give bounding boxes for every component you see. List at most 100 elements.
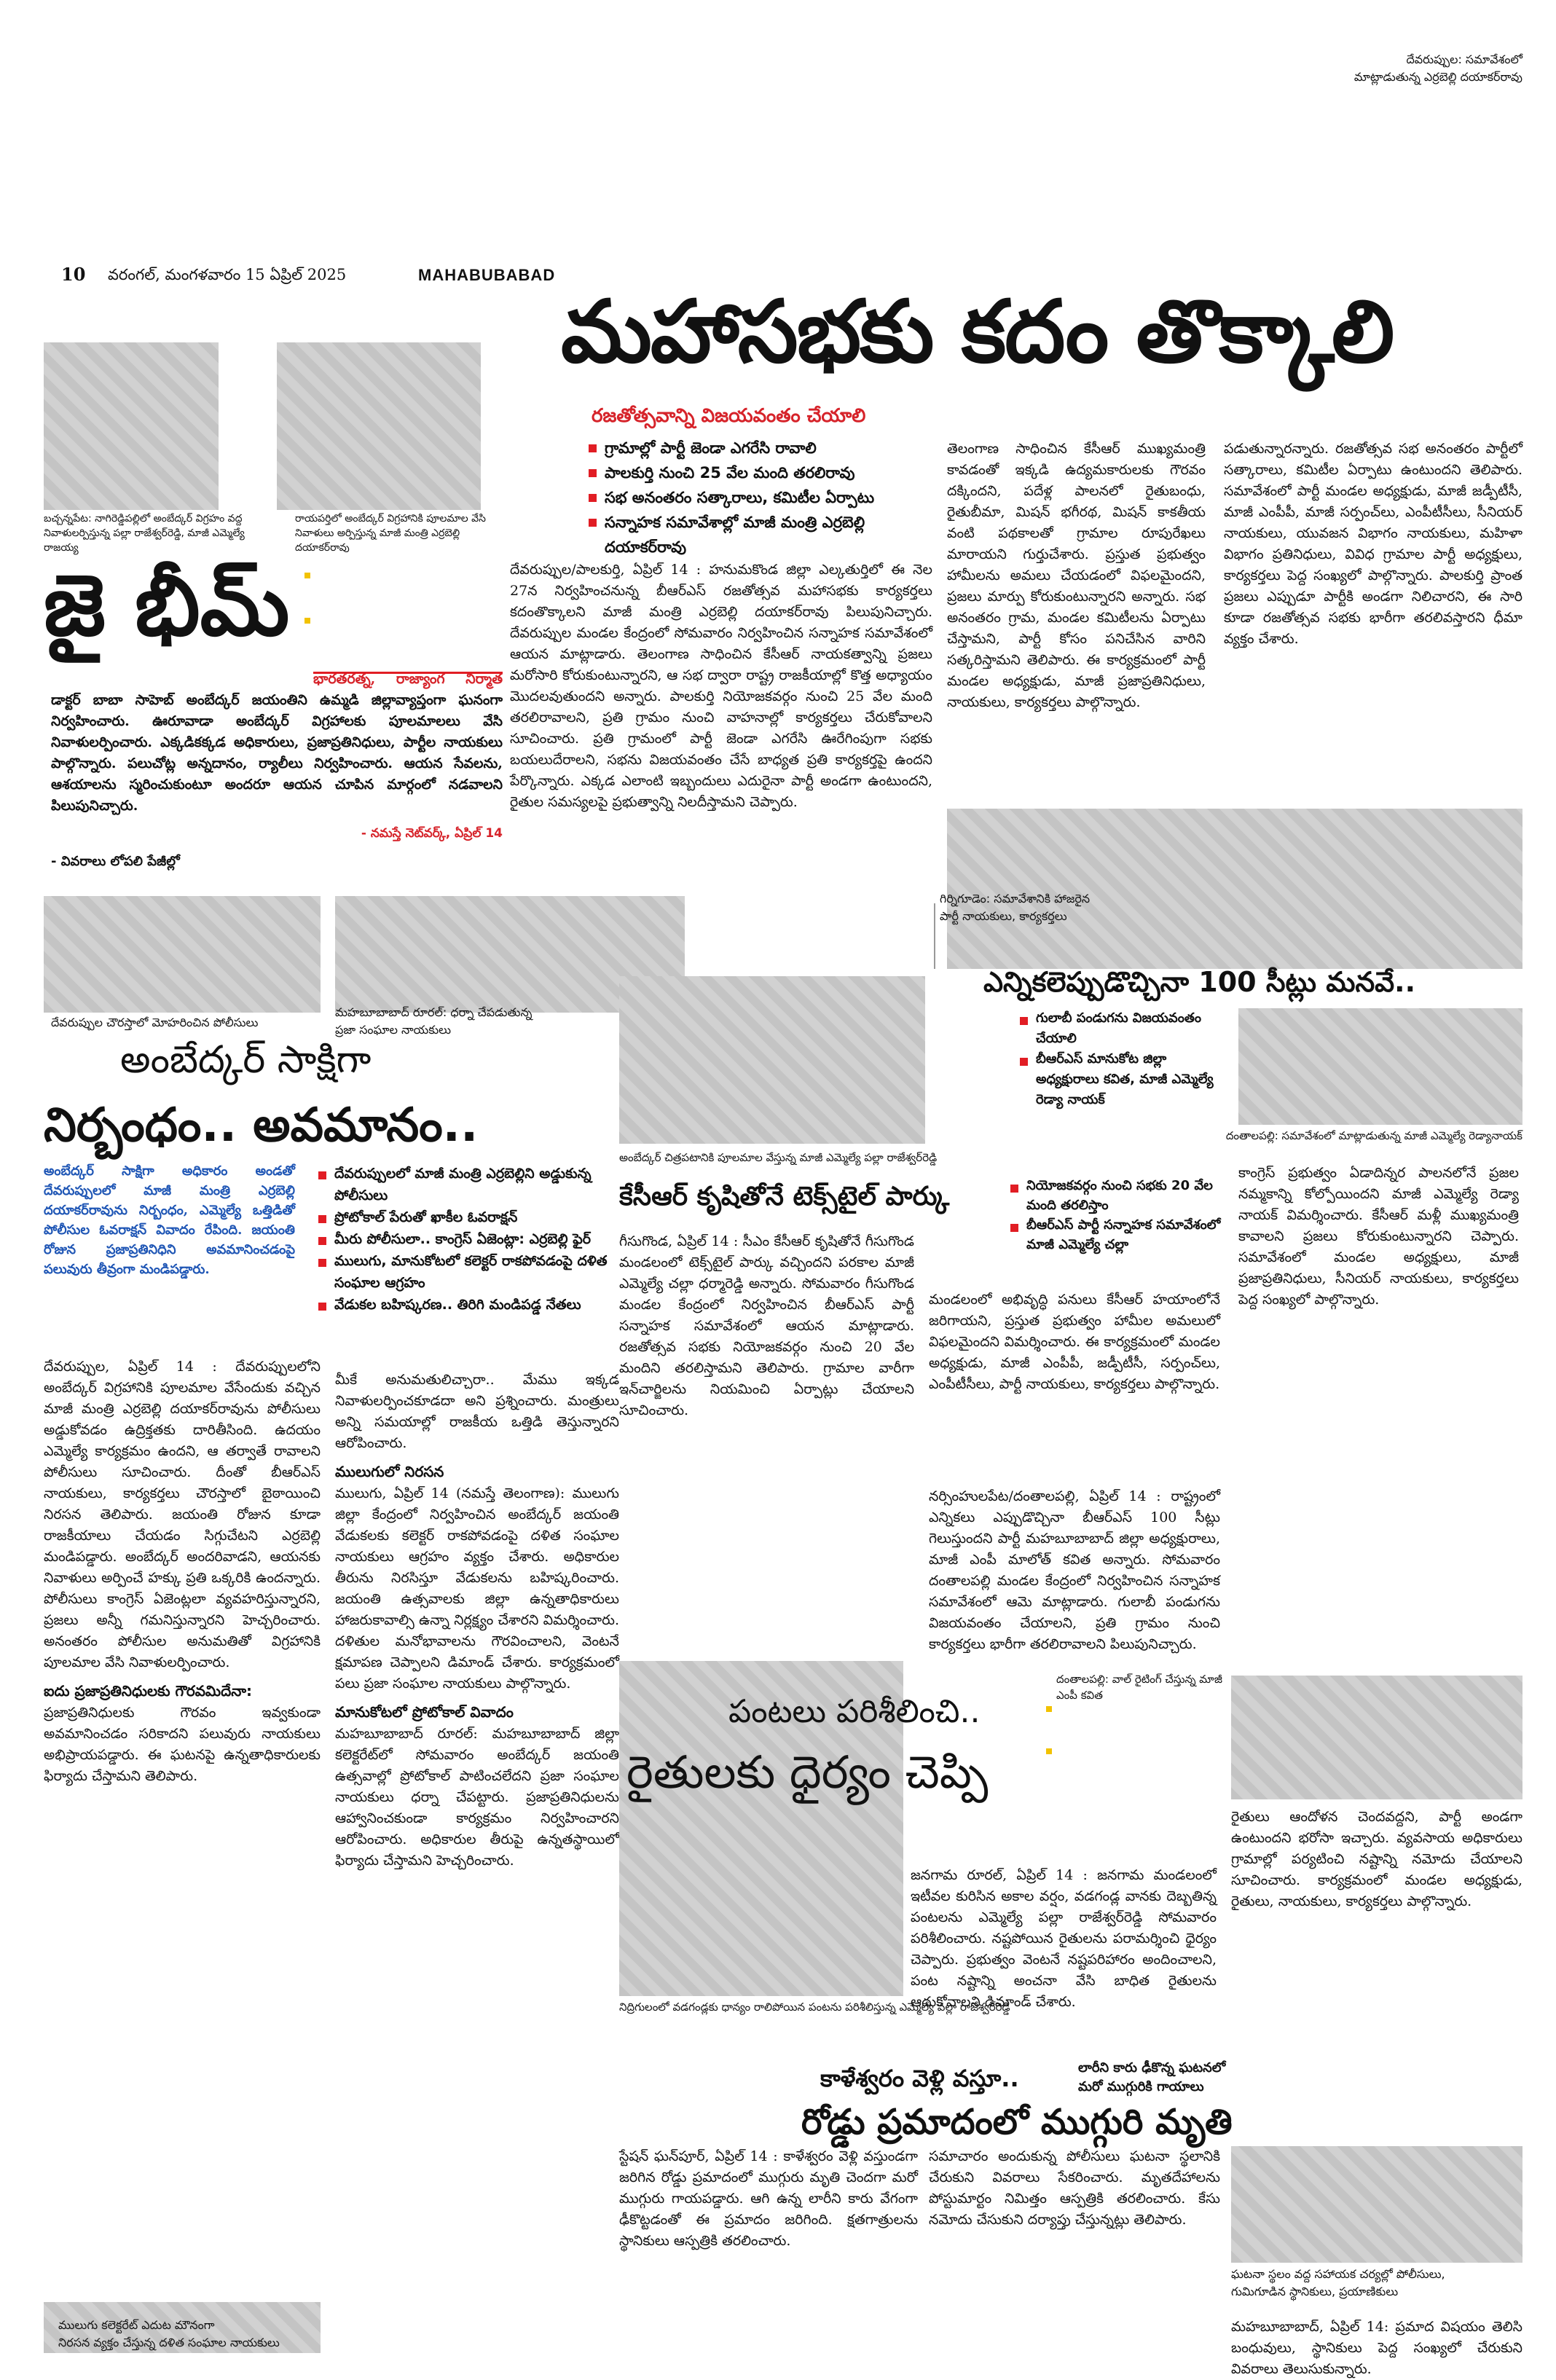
caption-line: లారీని కారు ఢీకొన్న ఘటనలో (1078, 2060, 1226, 2075)
jai-bheem-photo-right (277, 342, 481, 510)
caption-line: పార్టీ నాయకులు, కార్యకర్తలు (940, 909, 1067, 923)
bullet: ములుగు, మానుకోటలో కలెక్టర్ రాకపోవడంపై దళ… (317, 1250, 637, 1294)
bullet: నియోజకవర్గం నుంచి సభకు 20 వేల మంది తరలిస… (1009, 1176, 1227, 1215)
lead-subheadline: రజతోత్సవాన్ని విజయవంతం చేయాలి (592, 405, 866, 427)
crops-headline-1: పంటలు పరిశీలించి.. (728, 1693, 981, 1730)
lead-photo-caption: గిర్నిగూడెం: సమావేశానికి హాజరైన పార్టీ న… (940, 890, 1180, 925)
textile-headline: కేసీఆర్ కృషితోనే టెక్స్‌టైల్ పార్కు (619, 1182, 950, 1211)
accent-rule (313, 672, 503, 674)
accident-kicker: కాళేశ్వరం వెళ్లి వస్తూ.. (820, 2065, 1019, 2092)
accident-kicker-right: లారీని కారు ఢీకొన్న ఘటనలో మరో ముగ్గురికి… (1078, 2059, 1297, 2097)
caption-line: ఘటనా స్థలం వద్ద సహాయక చర్యల్లో పోలీసులు, (1231, 2267, 1445, 2281)
lead-photo (947, 809, 1522, 969)
caption-line: బచ్చన్నపేట: నాగిరెడ్డిపల్లిలో అంబేద్కర్ … (44, 513, 245, 554)
quote-highlight: భారతరత్న, రాజ్యాంగ నిర్మాత (313, 671, 503, 687)
caption-line: మరో ముగ్గురికి గాయాలు (1078, 2079, 1204, 2094)
bullet: వేడుకల బహిష్కరణ.. తిరిగి మండిపడ్డ నేతలు (317, 1294, 637, 1316)
body-text: పడుతున్నారన్నారు. రజతోత్సవ సభ అనంతరం పార… (1224, 441, 1522, 647)
dateline: వరంగల్, మంగళవారం 15 ఏప్రిల్ 2025 (108, 266, 347, 283)
accident-body-col2: సమాచారం అందుకున్న పోలీసులు ఘటనా స్థలానిక… (929, 2146, 1220, 2365)
page-number: 10 (61, 264, 86, 285)
caption-line: నిద్రిగులంలో వడగండ్లకు ధాన్యం రాలిపోయిన … (619, 2000, 1010, 2014)
intro-text: అంబేద్కర్ సాక్షిగా అధికారం అండతో దేవరుప్… (44, 1163, 295, 1277)
crops-body-col1: జనగామ రూరల్, ఏప్రిల్ 14 : జనగామ మండలంలో … (911, 1865, 1217, 2134)
lead-body-col2: తెలంగాణ సాధించిన కేసీఆర్ ముఖ్యమంత్రి కావ… (947, 439, 1206, 803)
textile-kicker: అంబేద్కర్ చిత్రపటానికి పూలమాల వేస్తున్న … (619, 1150, 1027, 1166)
body-text: జనగామ రూరల్, ఏప్రిల్ 14 : జనగామ మండలంలో … (911, 1867, 1217, 2010)
lead-body-col1: దేవరుప్పుల/పాలకుర్తి, ఏప్రిల్ 14 : హనుమక… (510, 559, 932, 953)
ambedkar-body-col2: మీకే అనుమతులిచ్చారా.. మేము ఇక్కడ నివాళుల… (335, 1370, 619, 2302)
seats-photo-caption: దంతాలపల్లి: సమావేశంలో మాట్లాడుతున్న మాజీ… (1064, 1128, 1522, 1145)
ambedkar-body-col1: దేవరుప్పుల, ఏప్రిల్ 14 : దేవరుప్పులలోని … (44, 1356, 321, 2304)
bullet: సభ అనంతరం సత్కారాలు, కమిటీల ఏర్పాటు (587, 485, 930, 510)
accident-photo-caption: ఘటనా స్థలం వద్ద సహాయక చర్యల్లో పోలీసులు,… (1231, 2266, 1522, 2301)
body-text: దేవరుప్పుల, ఏప్రిల్ 14 : దేవరుప్పులలోని … (44, 1359, 321, 1670)
edition-name: MAHABUBABAD (418, 266, 556, 284)
caption-line: దంతాలపల్లి: సమావేశంలో మాట్లాడుతున్న మాజీ… (1225, 1129, 1522, 1142)
lead-bullets: గ్రామాల్లో పార్టీ జెండా ఎగరేసి రావాలి పా… (587, 436, 930, 559)
gold-square (304, 573, 310, 578)
jai-bheem-credit: - నమస్తే నెట్‌వర్క్, ఏప్రిల్ 14 (361, 826, 503, 841)
ambedkar-kicker-left: దేవరుప్పుల చౌరస్తాలో మోహరించిన పోలీసులు (51, 1014, 328, 1032)
crops-photo-right (1231, 1676, 1522, 1799)
body-text: స్టేషన్ ఘన్‌పూర్, ఏప్రిల్ 14 : కాళేశ్వరం… (619, 2148, 918, 2249)
caption-line: ములుగు కలెక్టరేట్ ఎదుట మౌనంగా (58, 2318, 215, 2332)
textile-bullets: నియోజకవర్గం నుంచి సభకు 20 వేల మంది తరలిస… (1009, 1176, 1227, 1254)
accident-body-col3: మహబూబాబాద్, ఏప్రిల్ 14: ప్రమాద విషయం తెల… (1231, 2317, 1522, 2377)
body-text: తెలంగాణ సాధించిన కేసీఆర్ ముఖ్యమంత్రి కావ… (947, 441, 1206, 710)
seats-photo (1238, 1008, 1522, 1125)
bullet: సన్నాహక సమావేశాల్లో మాజీ మంత్రి ఎర్రబెల్… (587, 510, 930, 559)
bullet: పాలకుర్తి నుంచి 25 వేల మంది తరలిరావు (587, 460, 930, 485)
textile-photo (619, 976, 925, 1144)
seats-body-col2: కాంగ్రెస్ ప్రభుత్వం ఏడాదిన్నర పాలనలోనే ప… (1238, 1163, 1519, 1676)
body-text: దేవరుప్పుల/పాలకుర్తి, ఏప్రిల్ 14 : హనుమక… (510, 562, 932, 810)
caption-line: మాట్లాడుతున్న ఎర్రబెల్లి దయాకర్‌రావు (1353, 70, 1522, 84)
ambedkar-bottom-caption: ములుగు కలెక్టరేట్ ఎదుట మౌనంగా నిరసన వ్యక… (58, 2317, 401, 2352)
body-text: మీకే అనుమతులిచ్చారా.. మేము ఇక్కడ నివాళుల… (335, 1372, 619, 1451)
caption-line: గుమిగూడిన స్థానికులు, ప్రయాణికులు (1231, 2285, 1399, 2298)
ambedkar-kicker-right: మహబూబాబాద్ రూరల్: ధర్నా చేపడుతున్న ప్రజా… (335, 1004, 583, 1039)
seats-headline: ఎన్నికలెప్పుడొచ్చినా 100 సీట్లు మనవే.. (983, 966, 1416, 998)
caption-line: గిర్నిగూడెం: సమావేశానికి హాజరైన (940, 892, 1091, 906)
textile-body-col2: మండలంలో అభివృద్ధి పనులు కేసీఆర్ హయాంలోనే… (929, 1289, 1220, 1654)
jai-bheem-kicker-left: బచ్చన్నపేట: నాగిరెడ్డిపల్లిలో అంబేద్కర్ … (44, 511, 255, 554)
crops-photo-caption: నిద్రిగులంలో వడగండ్లకు ధాన్యం రాలిపోయిన … (619, 1999, 1217, 2015)
body-text: మండలంలో అభివృద్ధి పనులు కేసీఆర్ హయాంలోనే… (929, 1292, 1220, 1392)
divider (934, 903, 935, 969)
body-text: ప్రజాప్రతినిధులకు గౌరవం ఇవ్వకుండా అవమాని… (44, 1705, 321, 1784)
seats-bullets: గులాబీ పండుగను విజయవంతం చేయాలి బీఆర్ఎస్ … (1018, 1008, 1222, 1110)
lead-body-col3: పడుతున్నారన్నారు. రజతోత్సవ సభ అనంతరం పార… (1224, 439, 1522, 803)
crops-photo-left (619, 1661, 903, 1996)
gold-square (304, 618, 310, 624)
accident-body-col1: స్టేషన్ ఘన్‌పూర్, ఏప్రిల్ 14 : కాళేశ్వరం… (619, 2146, 918, 2365)
textile-body-col1: గీసుగొండ, ఏప్రిల్ 14 : సీఎం కేసీఆర్ కృషి… (619, 1231, 914, 1654)
ambedkar-title-1: అంబేద్కర్ సాక్షిగా (120, 1038, 372, 1082)
jai-bheem-kicker-right: రాయపర్తిలో అంబేద్కర్ విగ్రహానికి పూలమాల … (295, 511, 506, 554)
caption-line: నిరసన వ్యక్తం చేస్తున్న దళిత సంఘాల నాయకు… (58, 2336, 280, 2349)
body-text: మహబూబాబాద్ రూరల్: మహబూబాబాద్ జిల్లా కలెక… (335, 1726, 619, 1869)
more-inside: - వివరాలు లోపలి పేజీల్లో (51, 854, 180, 869)
caption-line: దేవరుప్పుల చౌరస్తాలో మోహరించిన పోలీసులు (51, 1016, 259, 1029)
crops-body-col2: రైతులు ఆందోళన చెందవద్దని, పార్టీ అండగా ఉ… (1231, 1807, 1522, 2134)
jai-bheem-title: జై భీమ్ (44, 557, 290, 655)
subheading: ఐదు ప్రజాప్రతినిధులకు గౌరవమిదేనా: (44, 1682, 252, 1700)
bullet: గ్రామాల్లో పార్టీ జెండా ఎగరేసి రావాలి (587, 436, 930, 460)
subheading: మానుకోటలో ప్రోటోకాల్ వివాదం (335, 1703, 514, 1721)
bullet: గులాబీ పండుగను విజయవంతం చేయాలి (1018, 1008, 1222, 1049)
caption-line: దేవరుప్పుల: సమావేశంలో (1406, 52, 1523, 66)
quote-text: డాక్టర్ బాబా సాహెబ్ అంబేద్కర్ జయంతిని ఉమ… (51, 692, 503, 814)
accident-photo (1231, 2146, 1522, 2263)
crops-headline-2: రైతులకు ధైర్యం చెప్పి (626, 1745, 989, 1799)
body-text: కాంగ్రెస్ ప్రభుత్వం ఏడాదిన్నర పాలనలోనే ప… (1238, 1165, 1519, 1308)
body-text: సమాచారం అందుకున్న పోలీసులు ఘటనా స్థలానిక… (929, 2148, 1220, 2228)
body-text: గీసుగొండ, ఏప్రిల్ 14 : సీఎం కేసీఆర్ కృషి… (619, 1233, 914, 1418)
bullet: దేవరుప్పులలో మాజీ మంత్రి ఎర్రబెల్లిని అడ… (317, 1163, 637, 1206)
bullet: బీఆర్ఎస్ పార్టీ సన్నాహక సమావేశంలో మాజీ ఎ… (1009, 1215, 1227, 1254)
accident-headline: రోడ్డు ప్రమాదంలో ముగ్గురి మృతి (801, 2102, 1233, 2143)
ambedkar-title-2: నిర్బంధం.. అవమానం.. (44, 1099, 479, 1152)
caption-line: అంబేద్కర్ చిత్రపటానికి పూలమాల వేస్తున్న … (619, 1151, 938, 1164)
top-right-caption: దేవరుప్పుల: సమావేశంలో మాట్లాడుతున్న ఎర్ర… (1282, 51, 1522, 86)
gold-square (1046, 1748, 1052, 1754)
caption-line: మహబూబాబాద్ రూరల్: ధర్నా చేపడుతున్న (335, 1005, 533, 1019)
subheading: ములుగులో నిరసన (335, 1463, 444, 1480)
